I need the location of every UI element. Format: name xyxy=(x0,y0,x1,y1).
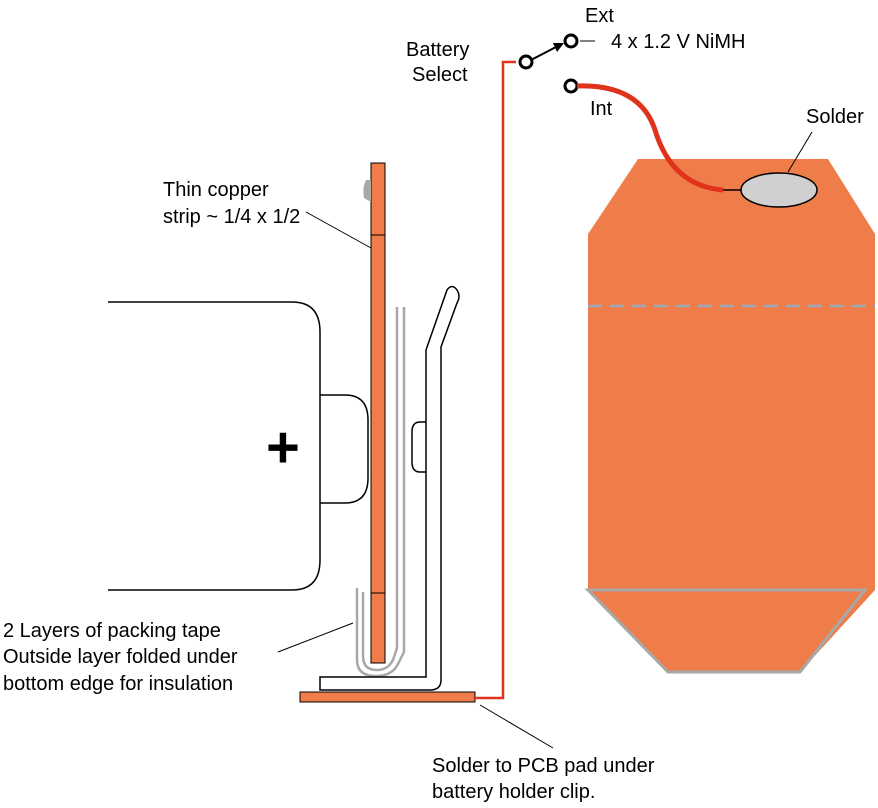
switch-lever-arrowhead xyxy=(553,43,564,52)
battery-holder-clip xyxy=(319,285,460,691)
copper-leader xyxy=(305,211,372,249)
copper-strip xyxy=(370,162,386,664)
pack-bottom-band xyxy=(584,588,869,674)
switch-lever xyxy=(530,46,557,61)
int-label: Int xyxy=(590,98,613,120)
battery-select-label-line2: Select xyxy=(412,64,468,86)
pcb-label-line2: battery holder clip. xyxy=(432,781,596,803)
tape-label-line2: Outside layer folded under xyxy=(3,646,238,668)
tape-label-line3: bottom edge for insulation xyxy=(3,673,234,695)
holder-clip-bump xyxy=(411,421,426,473)
copper-strip-label-line1: Thin copper xyxy=(163,179,269,201)
battery-body-outline xyxy=(108,301,321,591)
switch-int-terminal xyxy=(563,78,579,94)
solder-leader xyxy=(787,131,813,173)
solder-blob xyxy=(740,172,818,208)
wire-pcb-to-switch xyxy=(475,60,516,700)
switch-ext-terminal xyxy=(563,33,579,49)
ext-label: Ext xyxy=(585,5,614,27)
packing-tape-inner xyxy=(361,307,399,672)
nimh-label: 4 x 1.2 V NiMH xyxy=(611,31,746,53)
positive-terminal-symbol: + xyxy=(266,415,300,480)
wire-int-to-solder xyxy=(576,83,724,193)
battery-select-label-line1: Battery xyxy=(406,39,470,61)
pcb-label-line1: Solder to PCB pad under xyxy=(432,755,655,777)
pcb-leader xyxy=(479,704,554,749)
packing-tape-outer xyxy=(355,307,406,678)
switch-common-terminal xyxy=(518,54,534,70)
tape-label-line1: 2 Layers of packing tape xyxy=(3,620,221,642)
battery-positive-nub xyxy=(320,394,369,504)
tape-leader xyxy=(277,622,354,653)
copper-strip-label-line2: strip ~ 1/4 x 1/2 xyxy=(163,206,301,228)
nimh-battery-pack xyxy=(588,159,875,672)
pcb-pad xyxy=(299,691,476,703)
copper-strip-fold xyxy=(363,180,371,202)
solder-label: Solder xyxy=(806,106,864,128)
